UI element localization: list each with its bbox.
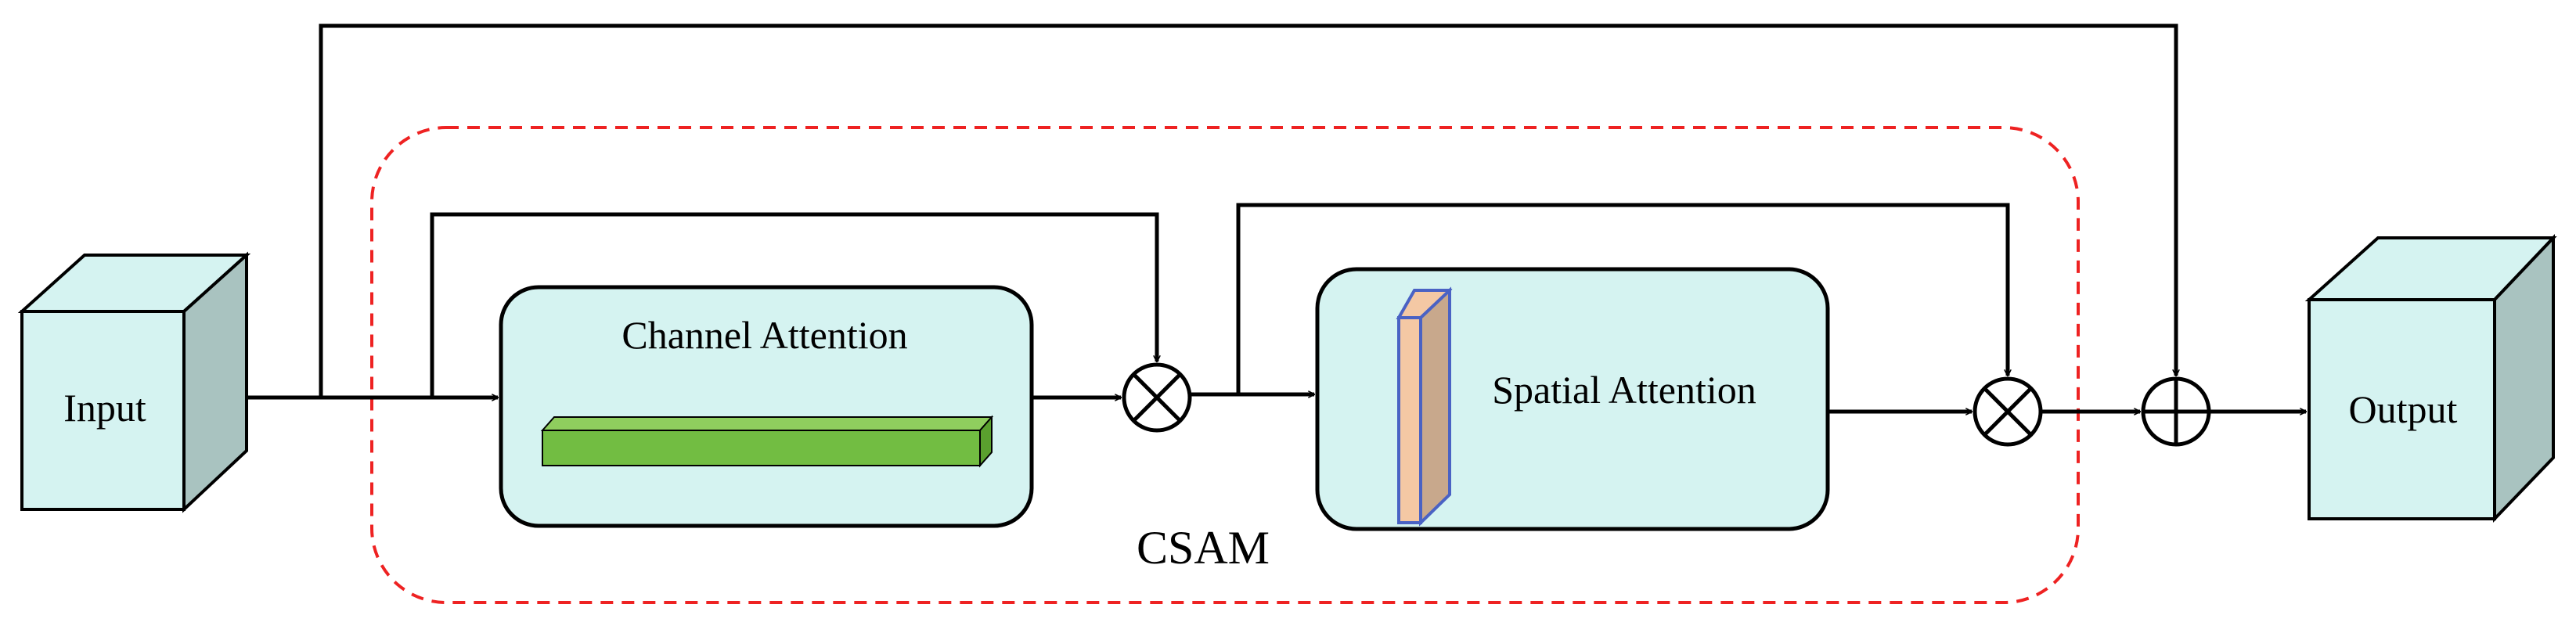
multiply-operator-1 <box>1122 362 1192 433</box>
output-label: Output <box>2349 387 2458 431</box>
multiply-operator-2 <box>1973 376 2043 447</box>
csam-module-border <box>370 126 2080 604</box>
channel-bar-top <box>540 416 994 431</box>
channel-bar-front <box>542 430 981 466</box>
output-cube: Output <box>2304 233 2557 523</box>
spatial-slab-side <box>1419 286 1451 527</box>
connections <box>247 23 2306 412</box>
skip-input-to-multiply <box>430 212 1157 398</box>
spatial-attention-block: Spatial Attention <box>1315 267 1830 531</box>
csam-label: CSAM <box>1137 522 1270 574</box>
channel-attention-block: Channel Attention <box>499 285 1034 528</box>
spatial-attention-label: Spatial Attention <box>1492 368 1756 412</box>
channel-attention-label: Channel Attention <box>621 313 907 357</box>
input-label: Input <box>63 386 146 430</box>
add-operator <box>2141 376 2211 447</box>
spatial-slab-front <box>1397 316 1422 524</box>
residual-input-to-add <box>319 23 2176 398</box>
input-cube: Input <box>17 251 251 513</box>
skip-multiply-to-multiply <box>1236 203 2008 394</box>
